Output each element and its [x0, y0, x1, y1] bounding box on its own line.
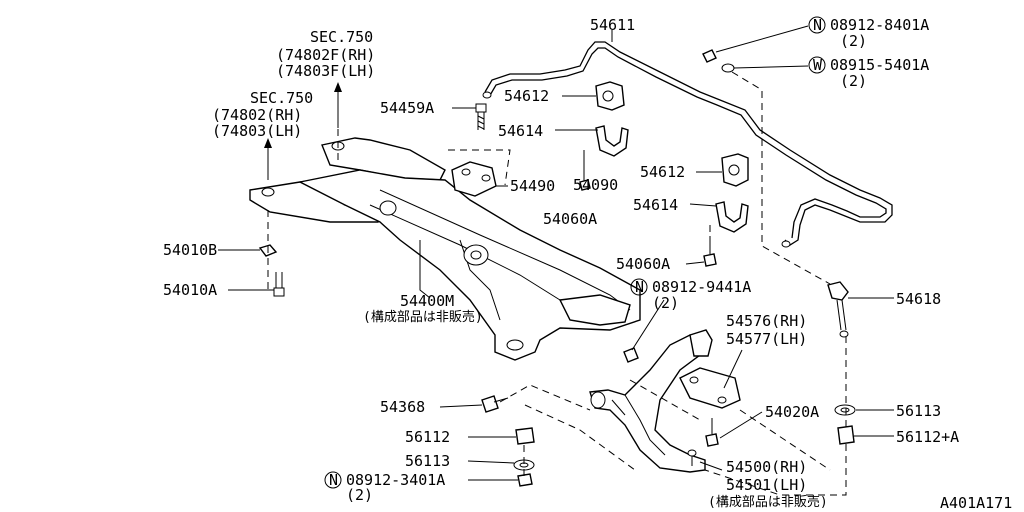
label-qty-8401a: (2)	[840, 32, 867, 50]
label-54459a: 54459A	[380, 99, 434, 117]
label-54612-lower: 54612	[640, 163, 685, 181]
washer-08915-5401a	[721, 63, 735, 73]
bracket-54576	[679, 329, 741, 409]
label-54010a: 54010A	[163, 281, 217, 299]
bushing-54612-upper	[595, 81, 625, 111]
lower-arm-54500	[589, 334, 706, 473]
label-74803: (74803(LH)	[212, 122, 302, 140]
bolt-54368	[481, 395, 509, 413]
label-56112: 56112	[405, 428, 450, 446]
label-08915-5401a: 08915-5401A	[830, 56, 929, 74]
label-sec750-upper: SEC.750	[310, 28, 373, 46]
nut-marker-3401a: N	[329, 471, 338, 489]
label-74802: (74802(RH)	[212, 106, 302, 124]
label-qty-9441a: (2)	[652, 294, 679, 312]
label-54060a-upper: 54060A	[543, 210, 597, 228]
label-sec750-lower: SEC.750	[250, 89, 313, 107]
mount-54490	[451, 161, 497, 197]
label-54612-upper: 54612	[504, 87, 549, 105]
label-54618: 54618	[896, 290, 941, 308]
label-54400m: 54400M	[400, 292, 454, 310]
label-08912-3401a: 08912-3401A	[346, 471, 445, 489]
label-56113-left: 56113	[405, 452, 450, 470]
assembly-lines	[267, 71, 847, 496]
label-qty-5401a: (2)	[840, 72, 867, 90]
leader-lines	[218, 25, 894, 481]
link-54618	[827, 281, 849, 338]
nut-08912-3401a	[517, 473, 533, 487]
clamp-54614-upper	[595, 125, 629, 157]
label-54576rh: 54576(RH)	[726, 312, 807, 330]
label-54611: 54611	[590, 16, 635, 34]
label-56113-right: 56113	[896, 402, 941, 420]
label-note-upper: (構成部品は非販売)	[363, 309, 483, 325]
nut-08912-8401a	[702, 49, 717, 63]
label-54577lh: 54577(LH)	[726, 330, 807, 348]
washer-56113-right	[834, 404, 856, 416]
label-54010b: 54010B	[163, 241, 217, 259]
sec750-arrows	[264, 82, 342, 180]
label-74803f: (74803F(LH)	[276, 62, 375, 80]
label-54490: 54490	[510, 177, 555, 195]
label-08912-9441a: 08912-9441A	[652, 278, 751, 296]
part-labels: SEC.750 (74802F(RH) (74803F(LH) SEC.750 …	[163, 16, 1012, 512]
label-qty-3401a: (2)	[346, 486, 373, 504]
stabilizer-bar-54611	[482, 41, 893, 248]
label-54368: 54368	[380, 398, 425, 416]
label-54090: 54090	[573, 176, 618, 194]
nut-marker-8401a: N	[813, 16, 822, 34]
nut-08912-9441a	[623, 347, 639, 363]
clamp-54614-lower	[715, 201, 749, 233]
label-08912-8401a: 08912-8401A	[830, 16, 929, 34]
crossmember-54400m	[249, 137, 641, 361]
bushing-56112a	[837, 425, 855, 445]
nut-marker-9441a: N	[635, 278, 644, 296]
bushing-54612-lower	[721, 153, 749, 187]
label-54060a-lower: 54060A	[616, 255, 670, 273]
washer-marker-5401a: W	[813, 56, 823, 74]
diagram-id: A401A171	[940, 494, 1012, 512]
bushing-56112	[515, 427, 535, 445]
bolt-54459a	[475, 103, 487, 130]
label-note-lower: (構成部品は非販売)	[708, 494, 828, 510]
label-54500rh: 54500(RH)	[726, 458, 807, 476]
bolt-54020a	[705, 418, 719, 447]
label-54614-lower: 54614	[633, 196, 678, 214]
label-56112a: 56112+A	[896, 428, 959, 446]
label-54020a: 54020A	[765, 403, 819, 421]
label-54501lh: 54501(LH)	[726, 476, 807, 494]
bolt-54010a	[273, 272, 285, 297]
label-54614-upper: 54614	[498, 122, 543, 140]
label-74802f: (74802F(RH)	[276, 46, 375, 64]
